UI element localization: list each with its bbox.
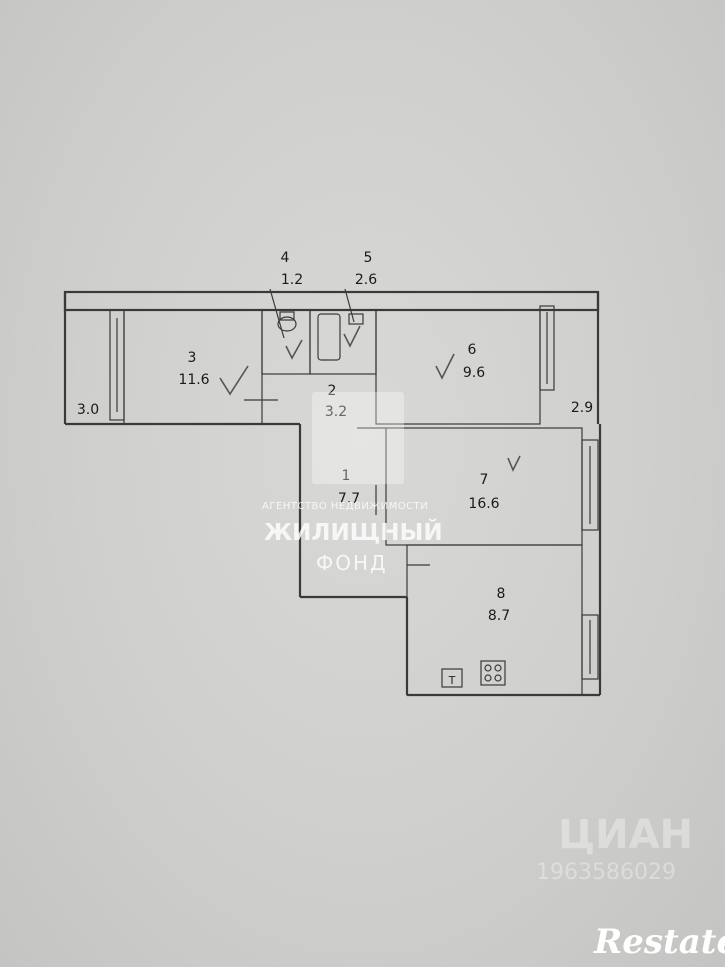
room-1-number: 1 [342, 468, 351, 484]
room-4-area: 1.2 [281, 272, 303, 288]
balcony-left-area: 3.0 [77, 402, 99, 418]
room-3-area: 11.6 [178, 372, 209, 388]
room-8-area: 8.7 [488, 608, 510, 624]
watermark-fond: ФОНД [316, 551, 388, 575]
restate-logo: Restate [594, 922, 725, 962]
window-room-3 [109, 309, 125, 421]
watermark-name: ЖИЛИЩНЫЙ [264, 520, 443, 546]
bathtub-icon [317, 313, 341, 361]
room-1-area: 7.7 [338, 491, 360, 507]
listing-id-watermark: 1963586029 [536, 860, 676, 885]
stove-icon [480, 660, 506, 686]
check-mark-room-3 [219, 365, 249, 396]
room-4-number: 4 [281, 250, 290, 266]
check-mark-room-5 [343, 325, 361, 348]
room-3-number: 3 [188, 350, 197, 366]
check-mark-room-4 [285, 339, 303, 360]
room-2-area: 3.2 [325, 404, 347, 420]
stove-mark: T [448, 674, 456, 687]
room-3-outline [123, 309, 263, 425]
room-7-area: 16.6 [468, 496, 499, 512]
room-5-outline [309, 309, 377, 375]
window-room-6 [539, 305, 555, 391]
sink-icon [348, 313, 364, 325]
cabinet-icon [441, 668, 463, 688]
room-6-area: 9.6 [463, 365, 485, 381]
watermark-agency-line: АГЕНТСТВО НЕДВИЖИМОСТИ [262, 501, 429, 512]
cian-watermark: ЦИАН [558, 812, 694, 858]
window-room-7 [581, 439, 599, 531]
room-5-number: 5 [364, 250, 373, 266]
window-room-8 [581, 614, 599, 680]
room-8-number: 8 [497, 586, 506, 602]
room-7-number: 7 [480, 472, 489, 488]
room-2-number: 2 [328, 383, 337, 399]
agency-logo-watermark [312, 392, 404, 484]
toilet-icon [277, 316, 297, 332]
loggia-strip [63, 290, 600, 312]
check-mark-room-7 [507, 455, 521, 472]
balcony-right-area: 2.9 [571, 400, 593, 416]
room-5-area: 2.6 [355, 272, 377, 288]
room-6-number: 6 [468, 342, 477, 358]
check-mark-room-6 [435, 353, 455, 380]
